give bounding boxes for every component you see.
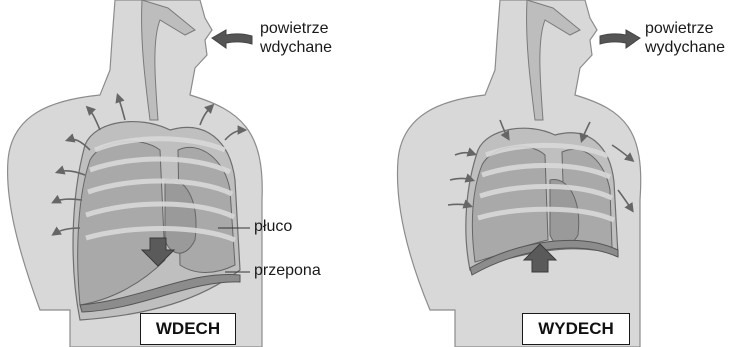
- inhale-air-label-line1: powietrze: [260, 20, 328, 38]
- inhale-phase-label: WDECH: [140, 313, 236, 345]
- arrow-right-icon: [600, 30, 640, 48]
- diaphragm-label: przepona: [254, 262, 321, 280]
- inhale-panel: [8, 0, 263, 347]
- inhale-air-label-line2: wdychane: [260, 39, 332, 57]
- exhale-panel: [397, 0, 640, 347]
- lung-label: płuco: [254, 218, 292, 236]
- arrow-left-icon: [212, 30, 252, 48]
- exhale-air-label-line1: powietrze: [645, 20, 713, 38]
- exhale-air-label-line2: wydychane: [645, 39, 725, 57]
- exhale-phase-label: WYDECH: [522, 313, 630, 345]
